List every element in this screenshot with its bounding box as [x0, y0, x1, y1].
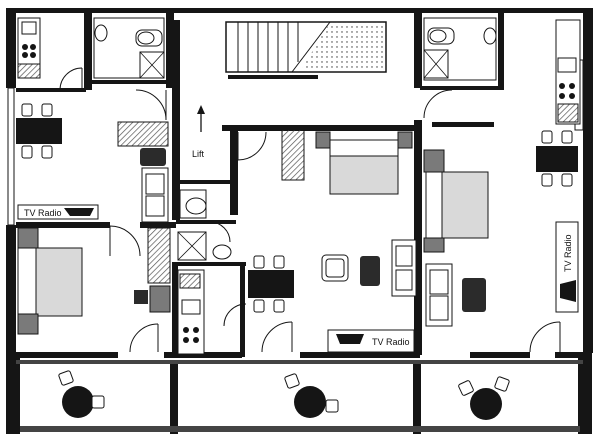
tv-radio-left-label: TV Radio: [24, 208, 62, 218]
tv-radio-right-label: TV Radio: [563, 234, 573, 272]
central-bathroom: [177, 189, 232, 261]
central-kitchen: [177, 269, 247, 355]
lift-indicator: Lift: [192, 105, 205, 159]
right-bed: [423, 149, 489, 253]
tv-radio-center: TV Radio: [327, 329, 415, 353]
center-dining-table: [248, 255, 294, 313]
lift-label: Lift: [192, 149, 205, 159]
balcony-left-table: [58, 370, 105, 418]
right-kitchenette: [555, 19, 581, 125]
tv-radio-center-label: TV Radio: [372, 337, 410, 347]
center-lounge: [321, 239, 417, 297]
top-right-bathroom: [423, 17, 497, 119]
tv-radio-left: TV Radio: [17, 204, 99, 220]
left-dining-table: [16, 103, 62, 159]
right-dining-table: [536, 130, 578, 187]
left-bedroom-wardrobe: [134, 227, 171, 313]
balcony-right-table: [458, 376, 510, 420]
staircase: [225, 21, 387, 73]
center-wardrobe: [281, 129, 305, 181]
interior-walls: [16, 8, 504, 357]
outer-walls: [6, 8, 593, 434]
balcony-center-table: [284, 373, 339, 418]
center-bed: [315, 131, 413, 195]
top-left-kitchen: [17, 17, 83, 91]
top-left-bathroom: [93, 17, 165, 79]
left-lounge: [117, 121, 169, 223]
tv-radio-right: TV Radio: [555, 221, 579, 313]
right-lounge: [425, 263, 486, 327]
left-bed: [17, 227, 83, 335]
